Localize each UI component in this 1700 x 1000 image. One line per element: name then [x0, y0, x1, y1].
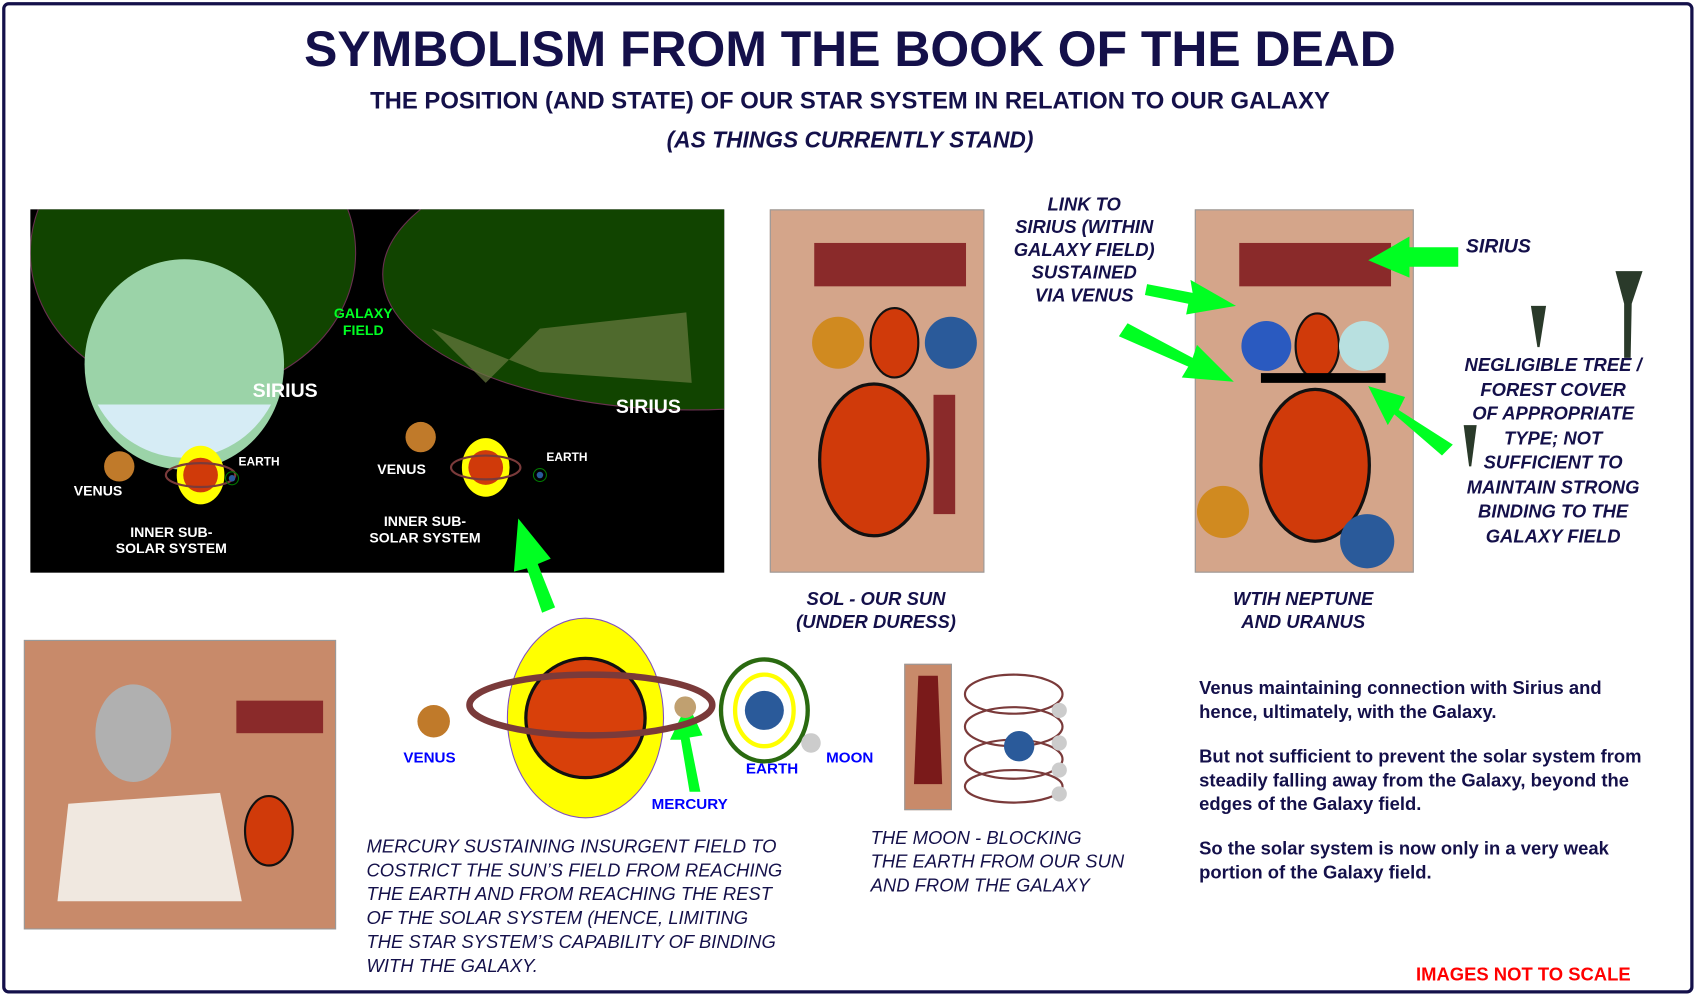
- page-title: SYMBOLISM FROM THE BOOK OF THE DEAD: [304, 20, 1396, 78]
- inner-system-label: INNER SUB-SOLAR SYSTEM: [115, 523, 227, 557]
- earth-label: EARTH: [546, 451, 588, 465]
- inner-system-label: INNER SUB-SOLAR SYSTEM: [369, 513, 481, 546]
- earth-label: EARTH: [745, 759, 799, 777]
- page-subtitle: THE POSITION (AND STATE) OF OUR STAR SYS…: [370, 86, 1330, 114]
- arrow-icon: [1368, 236, 1459, 278]
- moon-orbits-illustration: [963, 673, 1067, 804]
- page-note: (AS THINGS CURRENTLY STAND): [666, 127, 1034, 153]
- explanation-text: Venus maintaining connection with Sirius…: [1199, 677, 1642, 883]
- venus-label: VENUS: [73, 482, 123, 499]
- scale-disclaimer: IMAGES NOT TO SCALE: [1415, 964, 1631, 985]
- sirius-label: SIRIUS: [1465, 235, 1531, 258]
- neptune-uranus-papyrus-image: [1194, 209, 1414, 573]
- planets-illustration: [1196, 242, 1395, 569]
- venus-label: VENUS: [403, 748, 456, 766]
- sirius-label-right: SIRIUS: [615, 395, 681, 418]
- mercury-label: MERCURY: [651, 795, 728, 813]
- galaxy-field-illustration: [30, 209, 725, 505]
- earth-label: EARTH: [238, 455, 280, 469]
- arrow-icon: [1368, 386, 1453, 456]
- seated-figure-illustration: [57, 684, 324, 902]
- moon-label: MOON: [826, 748, 874, 766]
- tree-icons: [1463, 271, 1643, 467]
- sirius-label-left: SIRIUS: [252, 379, 318, 402]
- sol-caption: SOL - OUR SUN(UNDER DURESS): [796, 588, 956, 633]
- arrow-icon: [1118, 323, 1234, 382]
- pillar-image: [904, 663, 952, 811]
- sun-illustration: [812, 242, 977, 538]
- venus-label: VENUS: [377, 460, 426, 478]
- papyrus-figure-image: [23, 639, 337, 930]
- sol-papyrus-image: [769, 209, 985, 573]
- arrow-icon: [1144, 279, 1236, 315]
- solar-system-illustration: [417, 617, 821, 819]
- arrow-icon: [513, 518, 556, 613]
